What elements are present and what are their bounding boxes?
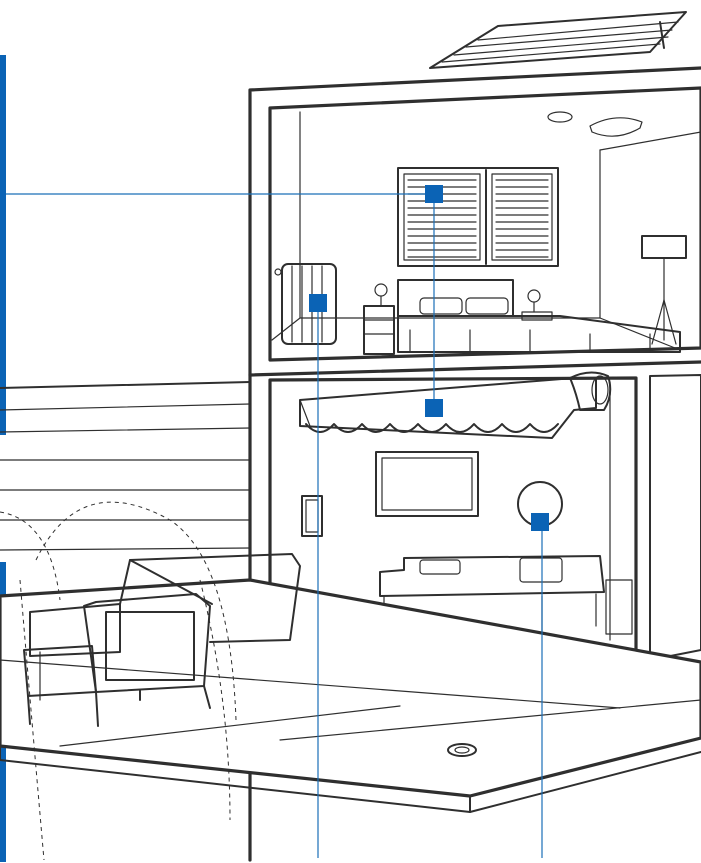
- left-accent-bar-top: [0, 55, 6, 435]
- exterior-siding: [0, 382, 250, 550]
- radiator-sensor-marker[interactable]: [309, 294, 327, 312]
- shutter-sensor-marker[interactable]: [425, 185, 443, 203]
- solar-panel: [430, 12, 686, 68]
- awning-sensor-marker[interactable]: [425, 399, 443, 417]
- ceiling-light-sensor-marker[interactable]: [531, 513, 549, 531]
